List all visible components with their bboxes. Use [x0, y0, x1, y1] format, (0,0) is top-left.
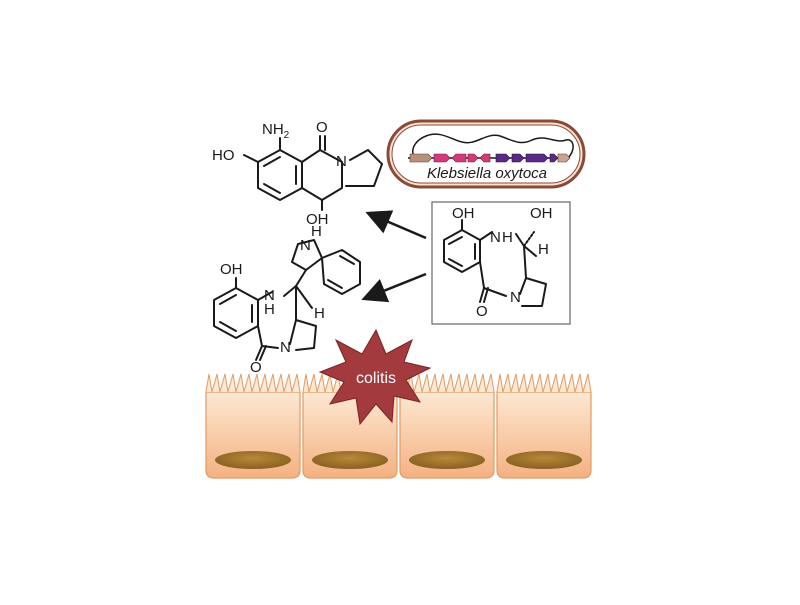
atom-h-diazepine: H	[264, 301, 275, 318]
atom-o-carbonyl: O	[316, 119, 328, 136]
molecule-precursor: OH N H OH H N O	[431, 201, 571, 325]
atom-h-precursor-2: H	[538, 241, 549, 258]
bacterium-label: Klebsiella oxytoca	[427, 165, 547, 182]
epithelium	[205, 373, 592, 479]
atom-n: N	[336, 153, 347, 170]
molecule-middle: N H OH N H H N O	[213, 223, 361, 376]
atom-ho: HO	[212, 147, 235, 164]
epithelial-cell	[399, 373, 495, 479]
colitis-label: colitis	[356, 370, 396, 387]
colitis-star	[318, 328, 432, 426]
cell-nucleus	[506, 451, 582, 469]
cell-nucleus	[409, 451, 485, 469]
atom-h-precursor: H	[502, 229, 513, 246]
atom-h-stereo: H	[314, 305, 325, 322]
bacterium-cell: Klebsiella oxytoca	[386, 119, 586, 189]
atom-o-2: O	[250, 359, 262, 376]
atom-o-precursor: O	[476, 303, 488, 320]
atom-nh2: NH2	[262, 121, 290, 141]
atom-h-indole: H	[311, 223, 322, 240]
epithelial-cell	[205, 373, 301, 479]
atom-oh-precursor-2: OH	[530, 205, 553, 222]
atom-n-precursor-2: N	[510, 289, 521, 306]
bacterium-chromosome	[412, 133, 574, 159]
atom-n-indole: N	[300, 237, 311, 254]
molecule-top: NH2 HO O N OH	[212, 119, 383, 228]
cell-nucleus	[312, 451, 388, 469]
arrow-to-top-molecule	[365, 210, 427, 240]
cell-nucleus	[215, 451, 291, 469]
gene-cluster	[408, 153, 571, 163]
colitis-burst: colitis	[318, 328, 432, 426]
epithelial-cell	[496, 373, 592, 479]
atom-n-pyrrolidine: N	[280, 339, 291, 356]
atom-n-diazepine: N	[264, 287, 275, 304]
atom-n-precursor: N	[490, 229, 501, 246]
arrow-to-middle-molecule	[361, 272, 427, 303]
atom-oh: OH	[306, 211, 329, 228]
atom-oh-2: OH	[220, 261, 243, 278]
atom-oh-precursor: OH	[452, 205, 475, 222]
